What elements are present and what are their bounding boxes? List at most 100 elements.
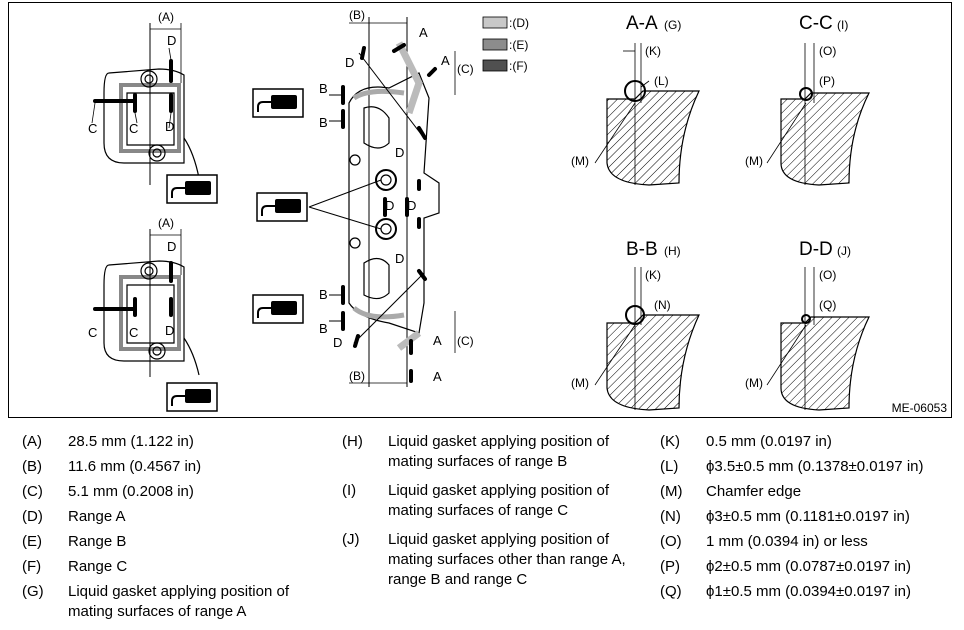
label-d: D <box>165 323 174 338</box>
sealant-icon <box>252 88 304 118</box>
label-dim-b: (B) <box>349 369 365 383</box>
sealant-icon <box>256 192 308 222</box>
legend-key: (A) <box>22 433 42 450</box>
legend-text: ϕ2±0.5 mm (0.0787±0.0197 in) <box>706 558 911 575</box>
legend-item: (N) ϕ3±0.5 mm (0.1181±0.0197 in) <box>660 507 960 527</box>
label-dim-a: (A) <box>158 10 174 24</box>
label-d: D <box>395 145 404 160</box>
section-ref: (J) <box>837 244 851 258</box>
figure-id: ME-06053 <box>891 401 947 415</box>
label-q: (Q) <box>819 298 836 312</box>
legend-key: (H) <box>342 433 363 450</box>
legend-key: (F) <box>22 558 42 575</box>
legend-key: (L) <box>660 458 679 475</box>
legend-item: (I) Liquid gasket applying position of ma… <box>342 481 642 521</box>
section-ref: (G) <box>664 18 681 32</box>
label-d: D <box>345 55 354 70</box>
legend-key: (I) <box>342 482 357 499</box>
label-c: C <box>129 121 138 136</box>
legend-text: Liquid gasket applying position of matin… <box>68 583 289 620</box>
label-b: B <box>319 81 328 96</box>
legend-text: ϕ3±0.5 mm (0.1181±0.0197 in) <box>706 508 910 525</box>
section-title: D-D <box>799 239 833 260</box>
label-d: D <box>167 239 176 254</box>
legend-column-3: (K)0.5 mm (0.0197 in) (L) ϕ3.5±0.5 mm (0.… <box>660 432 960 607</box>
label-a: A <box>419 25 428 40</box>
label-m: (M) <box>571 376 589 390</box>
label-o: (O) <box>819 44 836 58</box>
label-a: A <box>441 53 450 68</box>
legend-key: (G) <box>22 583 44 600</box>
shade-swatch-d <box>482 16 508 29</box>
shade-swatch-f <box>482 59 508 72</box>
label-m: (M) <box>745 154 763 168</box>
legend-item: (B)11.6 mm (0.4567 in) <box>22 457 332 477</box>
legend-text: 1 mm (0.0394 in) or less <box>706 533 868 550</box>
label-c: C <box>88 325 97 340</box>
legend-text: 28.5 mm (1.122 in) <box>68 433 194 450</box>
legend-text: Liquid gasket applying position of matin… <box>388 531 626 588</box>
legend-text: Liquid gasket applying position of matin… <box>388 433 609 470</box>
legend-item: (K)0.5 mm (0.0197 in) <box>660 432 960 452</box>
section-title: B-B <box>626 239 658 260</box>
label-b: B <box>319 115 328 130</box>
label-d: D <box>333 335 342 350</box>
legend-text: 11.6 mm (0.4567 in) <box>68 458 202 475</box>
legend-item: (D)Range A <box>22 507 332 527</box>
label-dim-c: (C) <box>457 334 474 348</box>
legend-text: ϕ3.5±0.5 mm (0.1378±0.0197 in) <box>706 458 924 475</box>
legend-item: (A) 28.5 mm (1.122 in) <box>22 432 332 452</box>
label-dim-a: (A) <box>158 216 174 230</box>
legend-text: Liquid gasket applying position of matin… <box>388 482 609 519</box>
legend-key: (Q) <box>660 583 682 600</box>
sealant-icon <box>166 382 218 412</box>
legend-text: Range B <box>68 533 127 550</box>
label-dim-c: (C) <box>457 62 474 76</box>
label-a: A <box>433 333 442 348</box>
legend-key: (O) <box>660 533 682 550</box>
legend-item: (G) Liquid gasket applying position of ma… <box>22 582 332 622</box>
legend-key: (M) <box>660 483 683 500</box>
section-title: C-C <box>799 13 833 34</box>
legend-item: (E) Range B <box>22 532 332 552</box>
label-c: C <box>88 121 97 136</box>
legend-key: (E) <box>22 533 42 550</box>
label-d: D <box>407 198 416 213</box>
legend-item: (P)ϕ2±0.5 mm (0.0787±0.0197 in) <box>660 557 960 577</box>
label-l: (L) <box>654 74 669 88</box>
legend-text: ϕ1±0.5 mm (0.0394±0.0197 in) <box>706 583 911 600</box>
label-dim-b: (B) <box>349 8 365 22</box>
main-assembly-view <box>308 17 456 387</box>
shade-label-d: :(D) <box>509 16 529 30</box>
label-p: (P) <box>819 74 835 88</box>
label-k: (K) <box>645 44 661 58</box>
legend-key: (K) <box>660 433 680 450</box>
section-ref: (I) <box>837 18 848 32</box>
label-c: C <box>129 325 138 340</box>
label-d: D <box>165 119 174 134</box>
technical-diagram: (A) D C C D (A) D C C D <box>8 2 952 418</box>
legend-column-2: (H) Liquid gasket applying position of ma… <box>342 432 642 599</box>
legend-item: (Q) ϕ1±0.5 mm (0.0394±0.0197 in) <box>660 582 960 602</box>
section-ref: (H) <box>664 244 681 258</box>
label-o: (O) <box>819 268 836 282</box>
legend-item: (O) 1 mm (0.0394 in) or less <box>660 532 960 552</box>
legend-item: (L) ϕ3.5±0.5 mm (0.1378±0.0197 in) <box>660 457 960 477</box>
legend-key: (C) <box>22 483 43 500</box>
legend-text: 5.1 mm (0.2008 in) <box>68 483 194 500</box>
legend-key: (J) <box>342 531 360 548</box>
section-cc: C-C (I) (O) (P) (M) <box>745 13 870 186</box>
left-bottom-detail <box>93 229 200 377</box>
shade-label-f: :(F) <box>509 59 528 73</box>
shade-label-e: :(E) <box>509 38 528 52</box>
section-aa: A-A (G) (K) (L) (M) <box>571 13 700 186</box>
sealant-icon <box>166 174 218 204</box>
label-k: (K) <box>645 268 661 282</box>
section-title: A-A <box>626 13 658 34</box>
label-a: A <box>433 369 442 384</box>
legend-key: (N) <box>660 508 681 525</box>
legend-item: (F)Range C <box>22 557 332 577</box>
sealant-icon <box>252 294 304 324</box>
legend-text: Range A <box>68 508 126 525</box>
legend-item: (J) Liquid gasket applying position of ma… <box>342 530 642 590</box>
